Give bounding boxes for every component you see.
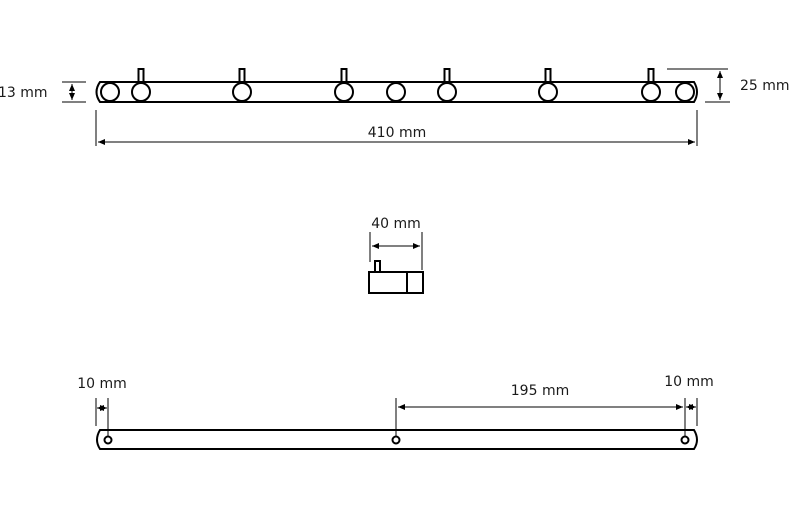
hook-peg-side <box>374 260 381 273</box>
dim-label-hole-spacing: 195 mm <box>511 383 569 399</box>
hook-peg <box>340 68 348 83</box>
hook-knob <box>232 82 252 102</box>
rail-back <box>96 429 698 450</box>
back-view: 10 mm 195 mm 10 mm <box>77 374 714 450</box>
mount-hole-right <box>680 435 690 445</box>
mount-hole-left <box>103 435 113 445</box>
side-view: 40 mm <box>368 216 424 294</box>
hook-peg <box>443 68 451 83</box>
hook-knob <box>641 82 661 102</box>
hook-peg <box>137 68 145 83</box>
hook-peg <box>544 68 552 83</box>
hook-knob <box>538 82 558 102</box>
mount-hole-center <box>391 435 401 445</box>
end-cap-right <box>675 82 695 102</box>
dim-label-hole-offset-right: 10 mm <box>664 374 714 390</box>
dim-bar-height: 13 mm <box>0 81 86 103</box>
hook-peg <box>238 68 246 83</box>
dim-length: 410 mm <box>95 110 698 146</box>
end-cap-left <box>100 82 120 102</box>
dim-label-length: 410 mm <box>368 125 426 141</box>
end-cap-side <box>406 271 424 294</box>
dim-label-depth: 40 mm <box>371 216 421 232</box>
front-view: 13 mm 25 mm 410 mm <box>0 68 790 146</box>
dim-total-height: 25 mm <box>667 68 790 103</box>
hook-knob <box>131 82 151 102</box>
rail-side <box>368 271 408 294</box>
dim-label-hole-offset-left: 10 mm <box>77 376 127 392</box>
hook-knob <box>334 82 354 102</box>
dim-label-total-height: 25 mm <box>740 78 790 94</box>
hook-peg <box>647 68 655 83</box>
rail-front <box>95 81 698 103</box>
dim-label-bar-height: 13 mm <box>0 85 48 101</box>
hook-knob <box>437 82 457 102</box>
mount-knob-center <box>386 82 406 102</box>
